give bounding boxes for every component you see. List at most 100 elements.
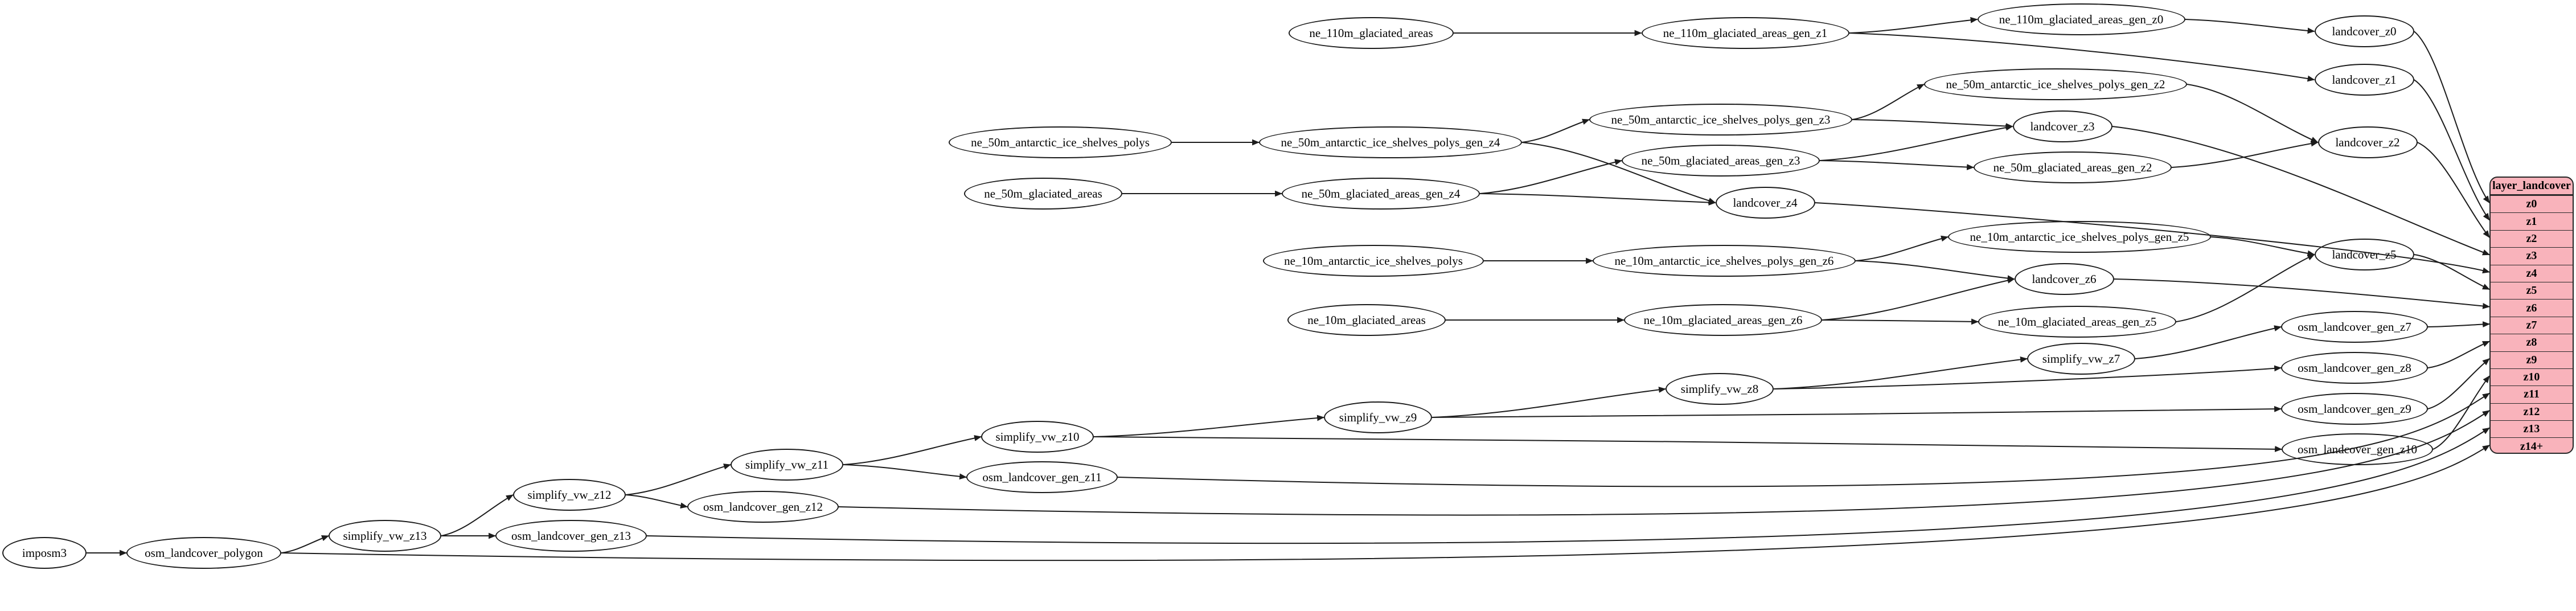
node-label: simplify_vw_z7 bbox=[2042, 351, 2120, 366]
node-label: ne_10m_glaciated_areas_gen_z5 bbox=[1997, 314, 2157, 329]
node-label: ne_10m_antarctic_ice_shelves_polys_gen_z… bbox=[1614, 253, 1834, 268]
edge-ne_110m_glaciated_areas_gen_z0-to-landcover_z0 bbox=[2185, 19, 2315, 34]
node-label: osm_landcover_gen_z13 bbox=[511, 528, 631, 543]
table-row-z0: z0 bbox=[2491, 195, 2573, 212]
node-label: ne_10m_antarctic_ice_shelves_polys_gen_z… bbox=[1970, 229, 2189, 244]
node-label: ne_110m_glaciated_areas_gen_z1 bbox=[1663, 26, 1828, 40]
edge-simplify_vw_z12-to-simplify_vw_z11 bbox=[625, 464, 732, 495]
node-label: ne_50m_antarctic_ice_shelves_polys_gen_z… bbox=[1281, 135, 1500, 149]
table-row-z11: z11 bbox=[2491, 386, 2573, 403]
edge-landcover_z5-to-layer_landcover-z5 bbox=[2414, 254, 2490, 290]
node-ne_50m_glaciated_areas_gen_z3: ne_50m_glaciated_areas_gen_z3 bbox=[1622, 145, 1820, 177]
node-label: landcover_z4 bbox=[1733, 195, 1798, 210]
edge-osm_landcover_gen_z7-to-layer_landcover-z7 bbox=[2427, 321, 2491, 327]
node-label: osm_landcover_polygon bbox=[145, 546, 263, 560]
edge-landcover_z0-to-layer_landcover-z0 bbox=[2413, 31, 2490, 204]
node-label: osm_landcover_gen_z11 bbox=[982, 470, 1102, 484]
table-row-z1: z1 bbox=[2491, 212, 2573, 229]
node-label: landcover_z1 bbox=[2332, 72, 2397, 87]
node-simplify_vw_z13: simplify_vw_z13 bbox=[329, 520, 441, 552]
node-ne_50m_antarctic_ice_shelves_polys: ne_50m_antarctic_ice_shelves_polys bbox=[949, 126, 1172, 158]
table-row-z14+: z14+ bbox=[2491, 437, 2573, 453]
node-ne_10m_antarctic_ice_shelves_polys: ne_10m_antarctic_ice_shelves_polys bbox=[1263, 245, 1484, 277]
node-osm_landcover_gen_z7: osm_landcover_gen_z7 bbox=[2281, 311, 2428, 343]
node-ne_110m_glaciated_areas: ne_110m_glaciated_areas bbox=[1289, 17, 1454, 49]
node-ne_50m_antarctic_ice_shelves_polys_gen_z2: ne_50m_antarctic_ice_shelves_polys_gen_z… bbox=[1924, 68, 2187, 100]
node-osm_landcover_gen_z10: osm_landcover_gen_z10 bbox=[2282, 433, 2433, 465]
node-label: simplify_vw_z10 bbox=[995, 429, 1080, 444]
node-label: ne_50m_antarctic_ice_shelves_polys bbox=[971, 135, 1150, 149]
edge-simplify_vw_z8-to-osm_landcover_gen_z8 bbox=[1773, 365, 2282, 389]
edge-ne_10m_glaciated_areas_gen_z6-to-ne_10m_glaciated_areas_gen_z5 bbox=[1822, 318, 1979, 325]
node-ne_110m_glaciated_areas_gen_z1: ne_110m_glaciated_areas_gen_z1 bbox=[1641, 17, 1849, 49]
node-label: osm_landcover_gen_z10 bbox=[2298, 442, 2417, 456]
node-label: ne_50m_glaciated_areas_gen_z4 bbox=[1301, 186, 1461, 200]
edge-osm_landcover_gen_z13-to-layer_landcover-z13 bbox=[646, 427, 2490, 544]
edge-ne_10m_antarctic_ice_shelves_polys_gen_z6-to-landcover_z6 bbox=[1855, 260, 2015, 282]
table-row-z2: z2 bbox=[2491, 229, 2573, 247]
node-label: ne_50m_glaciated_areas_gen_z3 bbox=[1641, 153, 1800, 167]
node-osm_landcover_gen_z11: osm_landcover_gen_z11 bbox=[966, 461, 1118, 493]
edge-osm_landcover_polygon-to-simplify_vw_z13 bbox=[281, 535, 330, 553]
edge-simplify_vw_z10-to-osm_landcover_gen_z10 bbox=[1093, 436, 2283, 452]
node-landcover_z1: landcover_z1 bbox=[2314, 64, 2414, 96]
node-label: landcover_z3 bbox=[2030, 119, 2095, 133]
edge-osm_landcover_gen_z9-to-layer_landcover-z9 bbox=[2427, 358, 2490, 409]
node-label: osm_landcover_gen_z9 bbox=[2298, 401, 2411, 416]
node-label: ne_110m_glaciated_areas_gen_z0 bbox=[1999, 12, 2164, 26]
edge-ne_50m_antarctic_ice_shelves_polys_gen_z3-to-ne_50m_antarctic_ice_shelves_polys_gen_z2 bbox=[1852, 84, 1925, 120]
edge-simplify_vw_z11-to-osm_landcover_gen_z11 bbox=[843, 464, 967, 480]
node-landcover_z3: landcover_z3 bbox=[2012, 110, 2113, 142]
table-row-z4: z4 bbox=[2491, 264, 2573, 282]
edge-ne_10m_antarctic_ice_shelves_polys_gen_z5-to-landcover_z5 bbox=[2210, 236, 2315, 257]
node-ne_10m_glaciated_areas: ne_10m_glaciated_areas bbox=[1287, 304, 1446, 336]
edge-ne_50m_glaciated_areas_gen_z3-to-landcover_z3 bbox=[1819, 124, 2013, 161]
table-row-z10: z10 bbox=[2491, 368, 2573, 386]
node-simplify_vw_z11: simplify_vw_z11 bbox=[731, 449, 843, 481]
node-osm_landcover_gen_z8: osm_landcover_gen_z8 bbox=[2281, 352, 2428, 384]
table-row-z8: z8 bbox=[2491, 334, 2573, 351]
node-simplify_vw_z7: simplify_vw_z7 bbox=[2027, 343, 2135, 375]
edge-simplify_vw_z12-to-osm_landcover_gen_z12 bbox=[625, 494, 688, 509]
edge-ne_10m_glaciated_areas_gen_z6-to-landcover_z6 bbox=[1822, 277, 2015, 321]
node-landcover_z5: landcover_z5 bbox=[2314, 239, 2414, 270]
edge-ne_50m_antarctic_ice_shelves_polys_gen_z4-to-ne_50m_antarctic_ice_shelves_polys_gen_z3 bbox=[1521, 118, 1590, 143]
node-label: ne_50m_antarctic_ice_shelves_polys_gen_z… bbox=[1611, 112, 1831, 126]
node-label: landcover_z6 bbox=[2032, 272, 2097, 286]
node-landcover_z4: landcover_z4 bbox=[1715, 187, 1815, 219]
edge-ne_10m_antarctic_ice_shelves_polys_gen_z6-to-ne_10m_antarctic_ice_shelves_polys_gen_z5 bbox=[1855, 235, 1949, 261]
node-ne_50m_antarctic_ice_shelves_polys_gen_z4: ne_50m_antarctic_ice_shelves_polys_gen_z… bbox=[1259, 126, 1522, 158]
edge-landcover_z1-to-layer_landcover-z1 bbox=[2413, 79, 2490, 221]
node-ne_110m_glaciated_areas_gen_z0: ne_110m_glaciated_areas_gen_z0 bbox=[1977, 3, 2185, 35]
edge-simplify_vw_z9-to-osm_landcover_gen_z9 bbox=[1431, 405, 2282, 418]
node-label: landcover_z2 bbox=[2335, 135, 2400, 149]
node-landcover_z0: landcover_z0 bbox=[2314, 15, 2414, 47]
edge-ne_110m_glaciated_areas_gen_z1-to-ne_110m_glaciated_areas_gen_z0 bbox=[1849, 17, 1978, 34]
node-label: osm_landcover_gen_z12 bbox=[703, 499, 823, 514]
node-label: ne_10m_glaciated_areas_gen_z6 bbox=[1643, 313, 1803, 327]
node-osm_landcover_gen_z9: osm_landcover_gen_z9 bbox=[2281, 393, 2428, 425]
edge-ne_50m_antarctic_ice_shelves_polys_gen_z3-to-landcover_z3 bbox=[1852, 119, 2013, 129]
node-ne_50m_glaciated_areas_gen_z4: ne_50m_glaciated_areas_gen_z4 bbox=[1282, 178, 1480, 210]
node-simplify_vw_z9: simplify_vw_z9 bbox=[1324, 401, 1432, 433]
node-simplify_vw_z8: simplify_vw_z8 bbox=[1666, 373, 1774, 405]
edge-simplify_vw_z9-to-simplify_vw_z8 bbox=[1431, 387, 1667, 418]
node-label: simplify_vw_z11 bbox=[745, 457, 829, 471]
node-imposm3: imposm3 bbox=[2, 537, 87, 569]
node-simplify_vw_z10: simplify_vw_z10 bbox=[981, 421, 1094, 453]
node-landcover_z2: landcover_z2 bbox=[2317, 126, 2418, 158]
node-osm_landcover_polygon: osm_landcover_polygon bbox=[126, 537, 281, 569]
node-label: ne_50m_glaciated_areas_gen_z2 bbox=[1993, 160, 2152, 174]
node-label: ne_50m_antarctic_ice_shelves_polys_gen_z… bbox=[1946, 77, 2165, 91]
edge-osm_landcover_gen_z10-to-layer_landcover-z10 bbox=[2433, 375, 2490, 450]
node-label: simplify_vw_z13 bbox=[343, 528, 427, 543]
node-ne_10m_glaciated_areas_gen_z6: ne_10m_glaciated_areas_gen_z6 bbox=[1624, 304, 1822, 336]
node-ne_10m_glaciated_areas_gen_z5: ne_10m_glaciated_areas_gen_z5 bbox=[1978, 306, 2176, 338]
table-row-z9: z9 bbox=[2491, 351, 2573, 368]
node-label: landcover_z0 bbox=[2332, 24, 2397, 38]
edge-ne_50m_glaciated_areas_gen_z4-to-landcover_z4 bbox=[1479, 193, 1716, 206]
edge-ne_50m_glaciated_areas_gen_z3-to-ne_50m_glaciated_areas_gen_z2 bbox=[1819, 160, 1975, 170]
edge-simplify_vw_z7-to-osm_landcover_gen_z7 bbox=[2135, 325, 2282, 359]
table-row-z13: z13 bbox=[2491, 420, 2573, 437]
